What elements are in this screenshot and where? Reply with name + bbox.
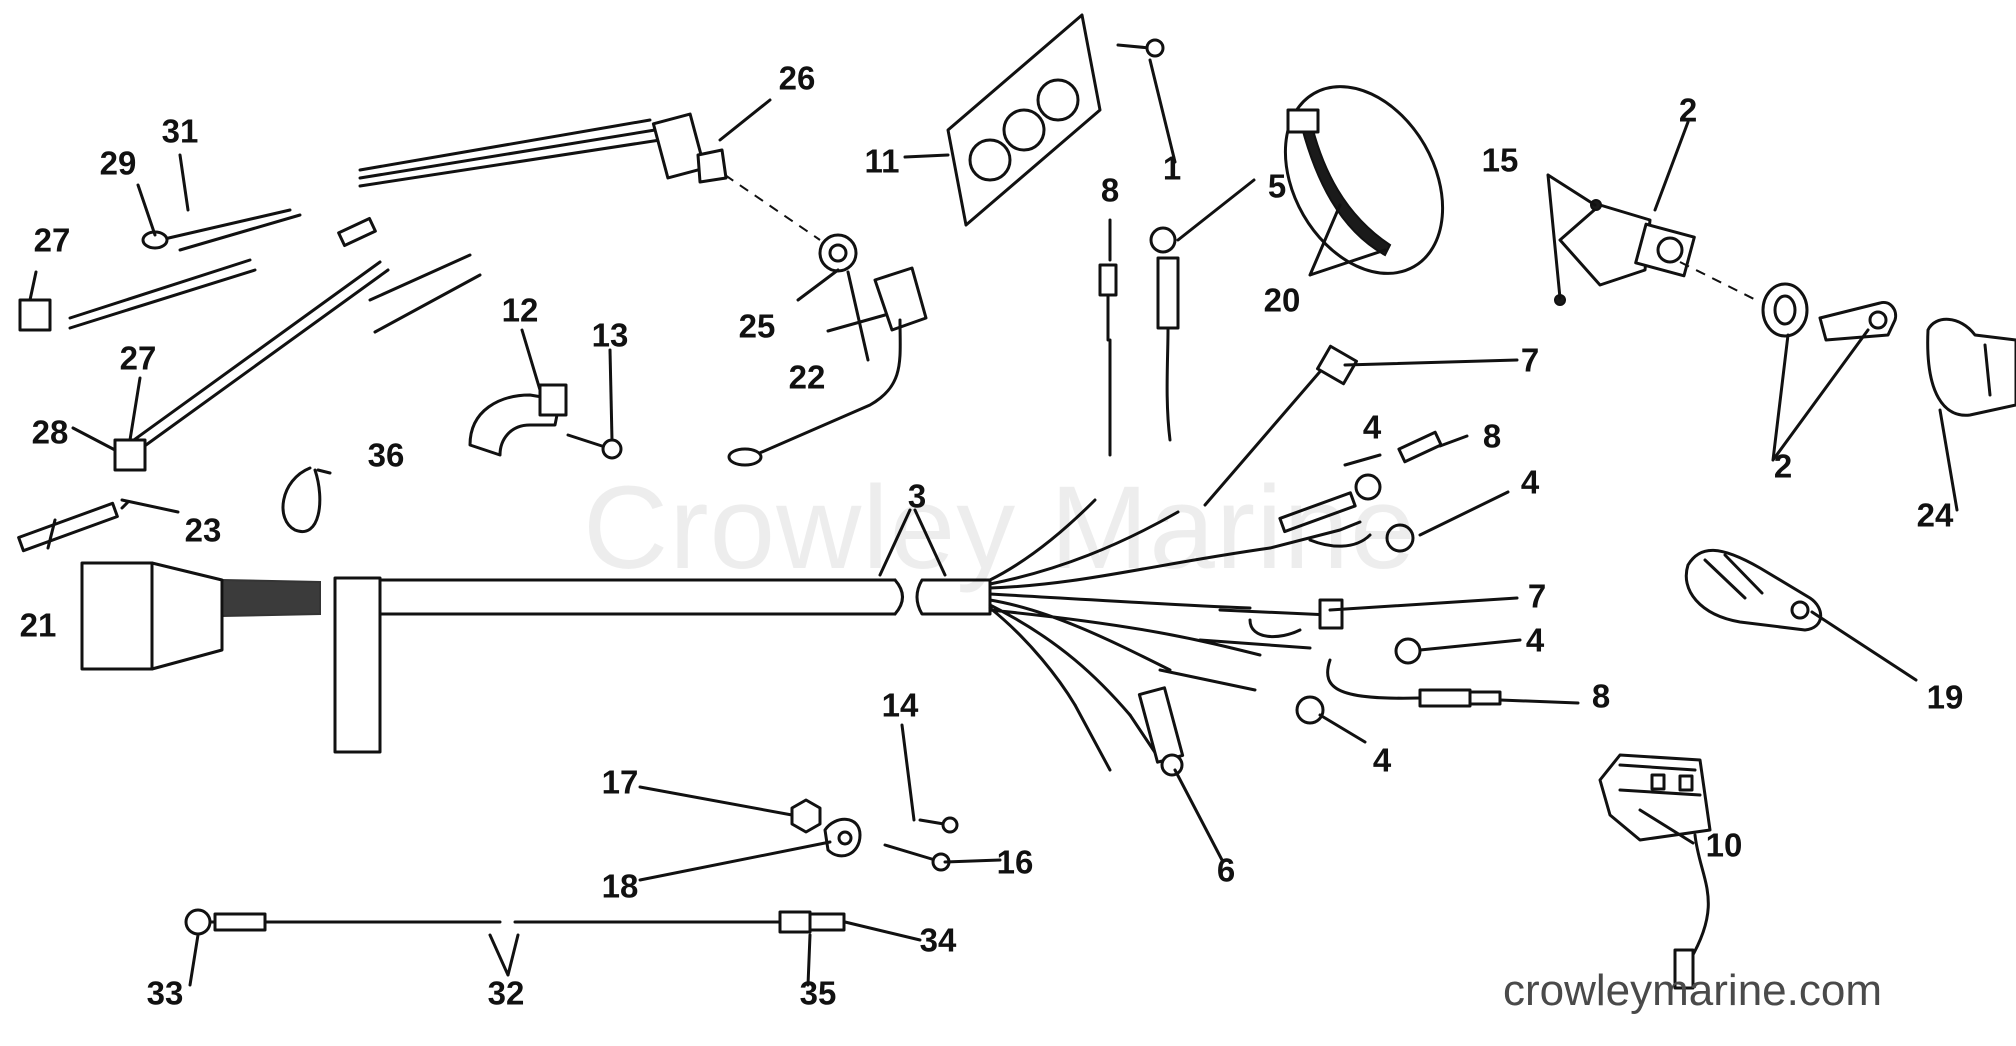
callout-7: 7 <box>1527 577 1547 615</box>
ground-lead <box>184 908 846 936</box>
callout-1: 1 <box>1162 149 1182 187</box>
callout-4: 4 <box>1362 408 1382 446</box>
clamp-screw <box>566 433 623 460</box>
callout-11: 11 <box>864 142 900 180</box>
callout-36: 36 <box>367 436 405 474</box>
callout-18: 18 <box>601 867 639 905</box>
callout-23: 23 <box>184 511 222 549</box>
callout-31: 31 <box>161 112 199 150</box>
cable-tie <box>281 466 322 534</box>
callout-3: 3 <box>907 477 927 515</box>
harness-lower-leads <box>1073 598 1502 777</box>
main-harness-cable <box>80 498 1272 754</box>
callout-2: 2 <box>1773 447 1793 485</box>
callout-4: 4 <box>1520 463 1540 501</box>
callout-6: 6 <box>1216 851 1236 889</box>
callout-16: 16 <box>996 843 1034 881</box>
callout-20: 20 <box>1263 281 1301 319</box>
callout-26: 26 <box>778 59 816 97</box>
callout-21: 21 <box>19 606 57 644</box>
callout-4: 4 <box>1372 741 1392 779</box>
harness-clamp <box>468 383 568 457</box>
callout-4: 4 <box>1525 621 1545 659</box>
callout-15: 15 <box>1481 141 1519 179</box>
connector-plug <box>1684 548 1823 632</box>
callout-17: 17 <box>601 763 639 801</box>
callout-19: 19 <box>1926 678 1964 716</box>
callout-28: 28 <box>31 413 69 451</box>
callout-13: 13 <box>591 316 629 354</box>
callout-33: 33 <box>146 974 184 1012</box>
callout-10: 10 <box>1705 826 1743 864</box>
warning-horn <box>1598 753 1712 990</box>
callout-35: 35 <box>799 974 837 1012</box>
panel-screw <box>1116 38 1165 58</box>
switch-boot <box>1926 317 2016 417</box>
ground-hardware <box>790 798 959 872</box>
choke-switch-leads <box>17 112 821 553</box>
sleeve <box>120 500 130 510</box>
callout-25: 25 <box>738 307 776 345</box>
callout-24: 24 <box>1916 496 1954 534</box>
callout-27: 27 <box>33 221 71 259</box>
callout-29: 29 <box>99 144 137 182</box>
instrument-panel-plate <box>946 13 1102 227</box>
lanyard-clip <box>727 266 928 467</box>
callout-5: 5 <box>1267 167 1287 205</box>
ignition-switch <box>1554 199 1898 342</box>
callout-32: 32 <box>487 974 525 1012</box>
callout-8: 8 <box>1591 677 1611 715</box>
callout-27: 27 <box>119 339 157 377</box>
harness-upper-leads <box>1098 226 1443 553</box>
switch-nut <box>818 233 858 273</box>
callout-22: 22 <box>788 358 826 396</box>
callout-8: 8 <box>1482 417 1502 455</box>
leader-lines <box>28 58 1959 987</box>
callout-8: 8 <box>1100 171 1120 209</box>
callout-2: 2 <box>1678 91 1698 129</box>
site-url: crowleymarine.com <box>1503 966 1882 1015</box>
callout-12: 12 <box>501 291 539 329</box>
callout-14: 14 <box>881 686 919 724</box>
callout-34: 34 <box>919 921 957 959</box>
callout-7: 7 <box>1520 341 1540 379</box>
tie-strap <box>1283 85 1445 275</box>
watermark: Crowley Marine <box>583 462 1417 594</box>
